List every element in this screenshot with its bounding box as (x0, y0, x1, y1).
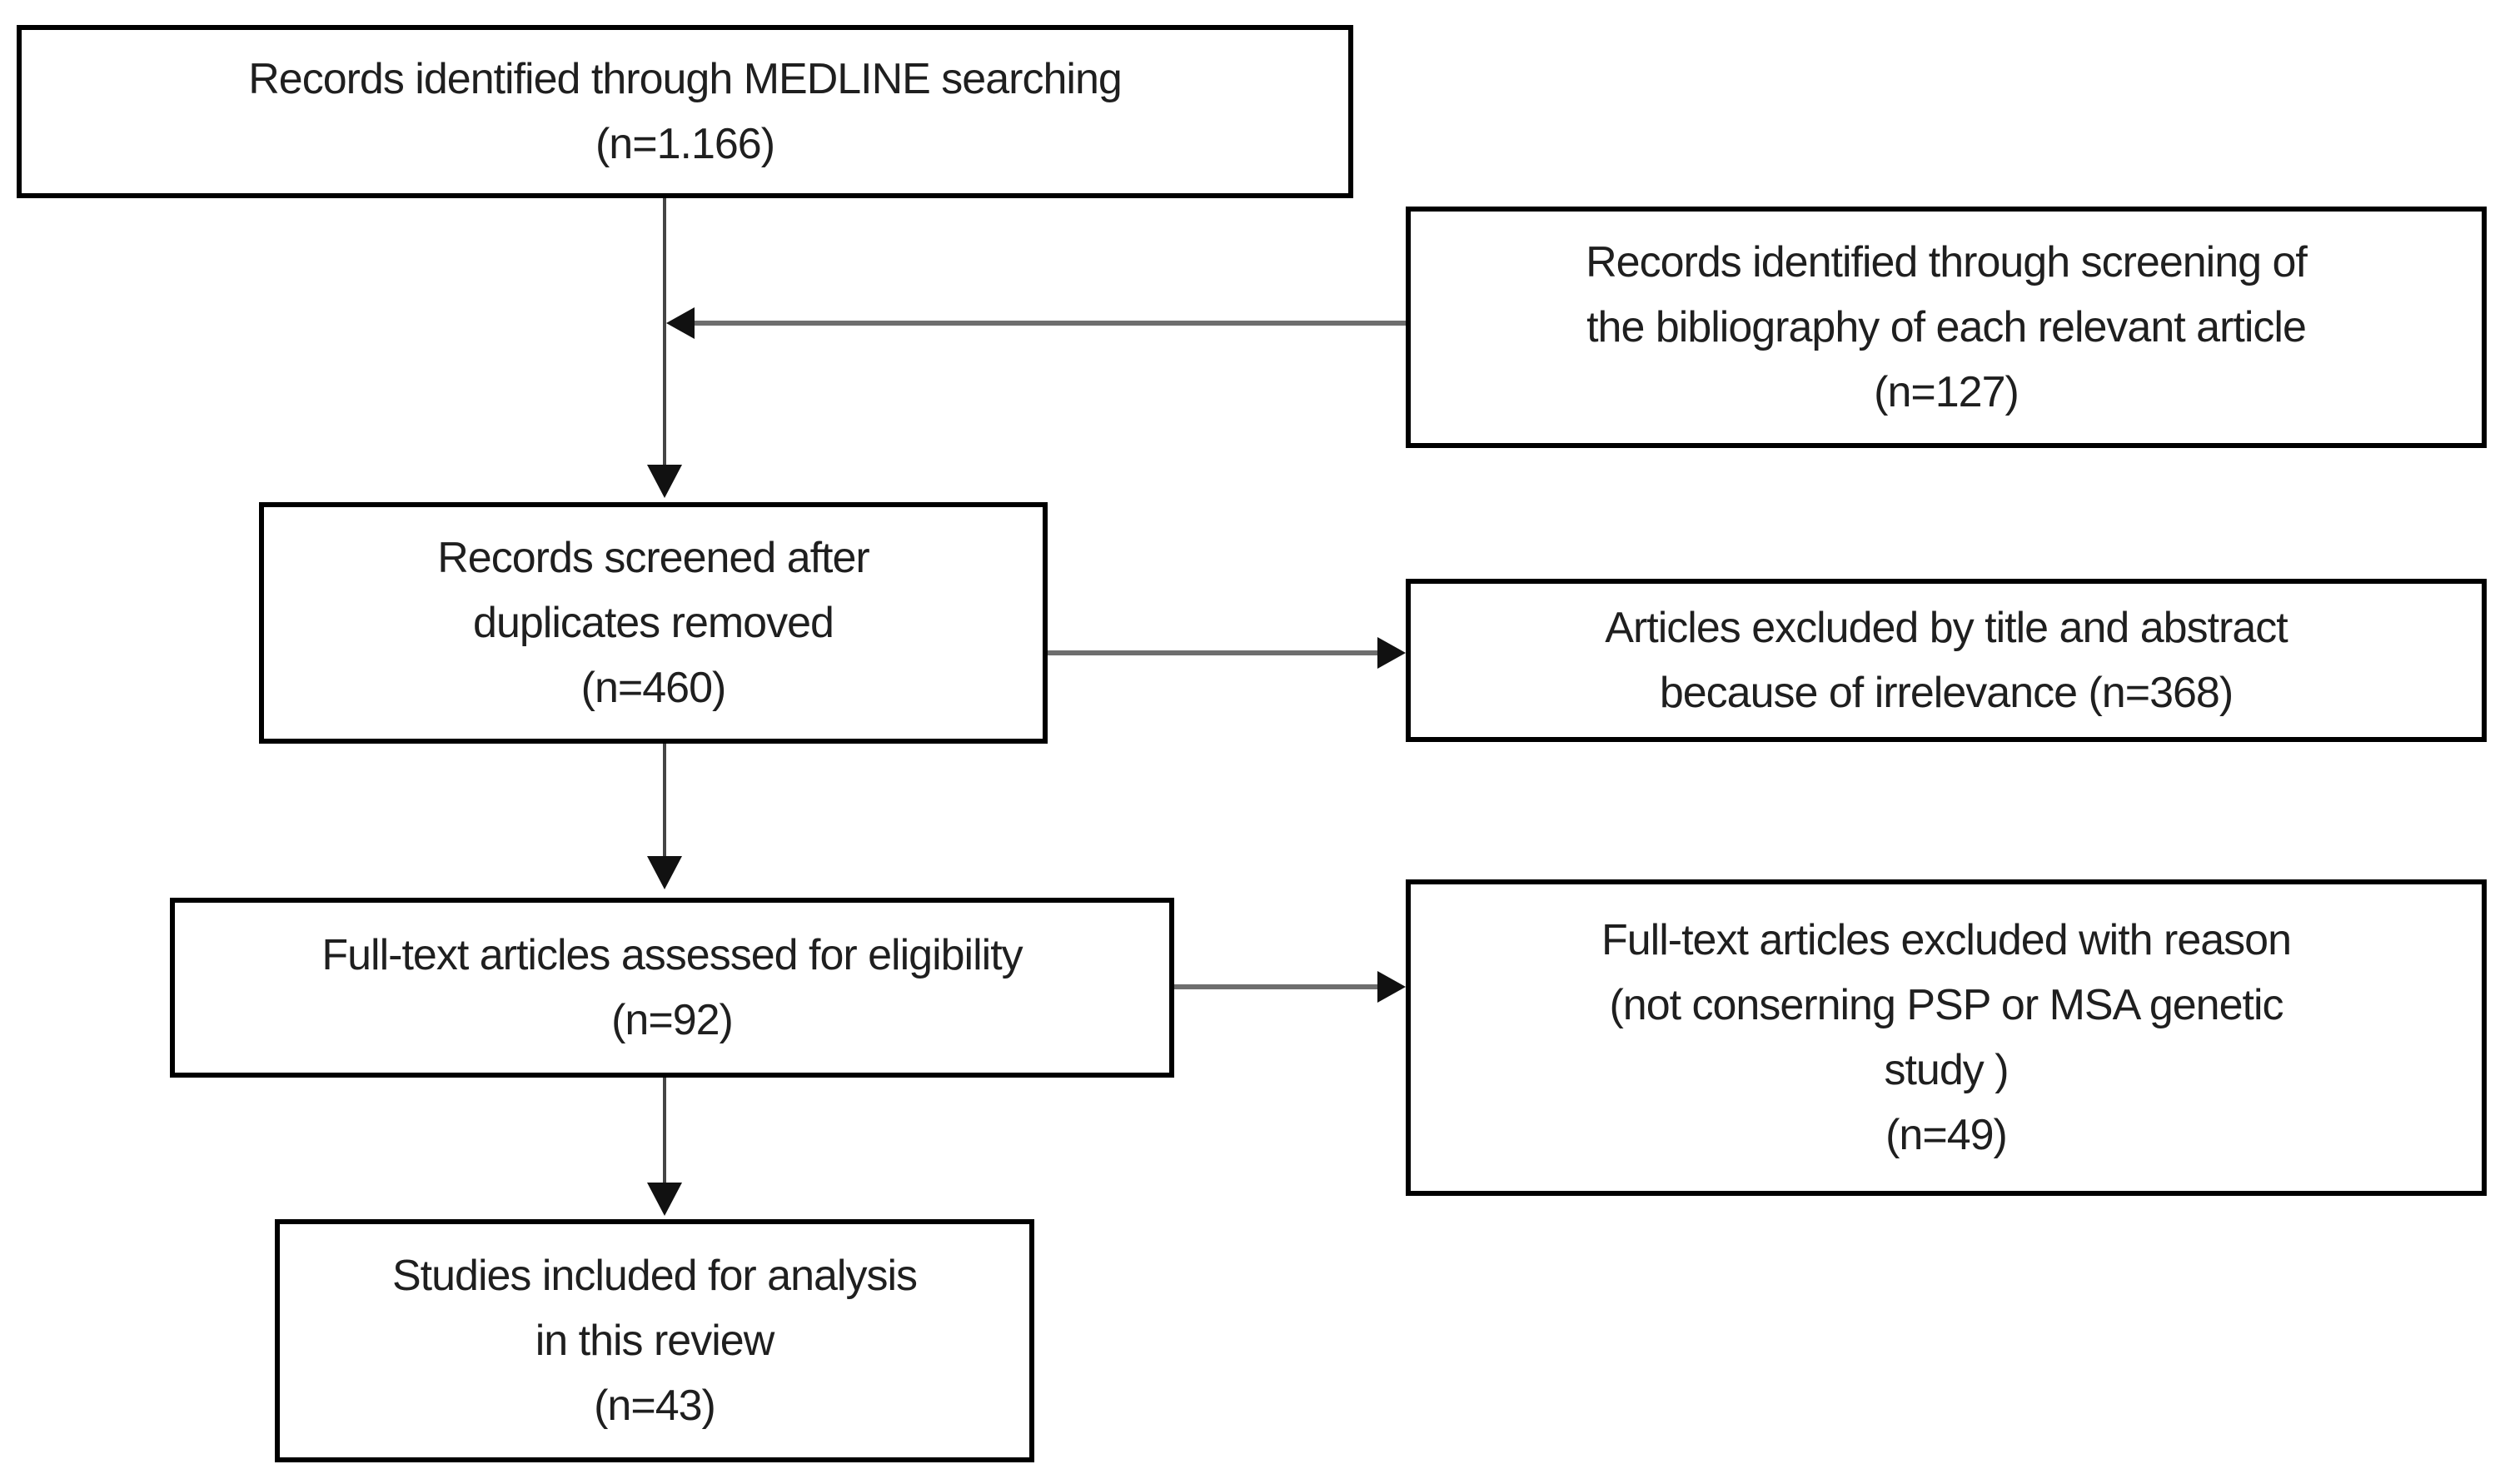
connector-line-medline-to-screened (663, 198, 666, 468)
flow-box-fulltext-assessed: Full-text articles assessed for eligibil… (170, 898, 1174, 1078)
flow-box-articles-excluded-title-abstract: Articles excluded by title and abstract … (1406, 579, 2487, 742)
arrowhead-down-into-included (647, 1183, 682, 1216)
flow-box-records-identified-medline: Records identified through MEDLINE searc… (17, 25, 1353, 198)
arrowhead-down-into-fulltext (647, 856, 682, 889)
arrowhead-down-into-screened (647, 465, 682, 498)
flow-box-fulltext-excluded: Full-text articles excluded with reason … (1406, 879, 2487, 1196)
flow-box-records-identified-bibliography: Records identified through screening of … (1406, 207, 2487, 448)
arrowhead-right-into-fulltext-excluded (1377, 971, 1406, 1003)
connector-line-screened-to-excluded (1048, 650, 1381, 655)
flow-box-studies-included: Studies included for analysis in this re… (275, 1219, 1034, 1462)
arrowhead-right-into-excluded-title-abstract (1377, 637, 1406, 669)
flow-box-records-screened: Records screened after duplicates remove… (259, 502, 1048, 744)
connector-line-fulltext-to-included (663, 1078, 666, 1184)
connector-line-screened-to-fulltext (663, 744, 666, 859)
connector-line-fulltext-to-excluded (1174, 984, 1381, 989)
arrowhead-left-from-bibliography (666, 307, 695, 339)
connector-line-bibliography-to-flow (693, 321, 1406, 326)
